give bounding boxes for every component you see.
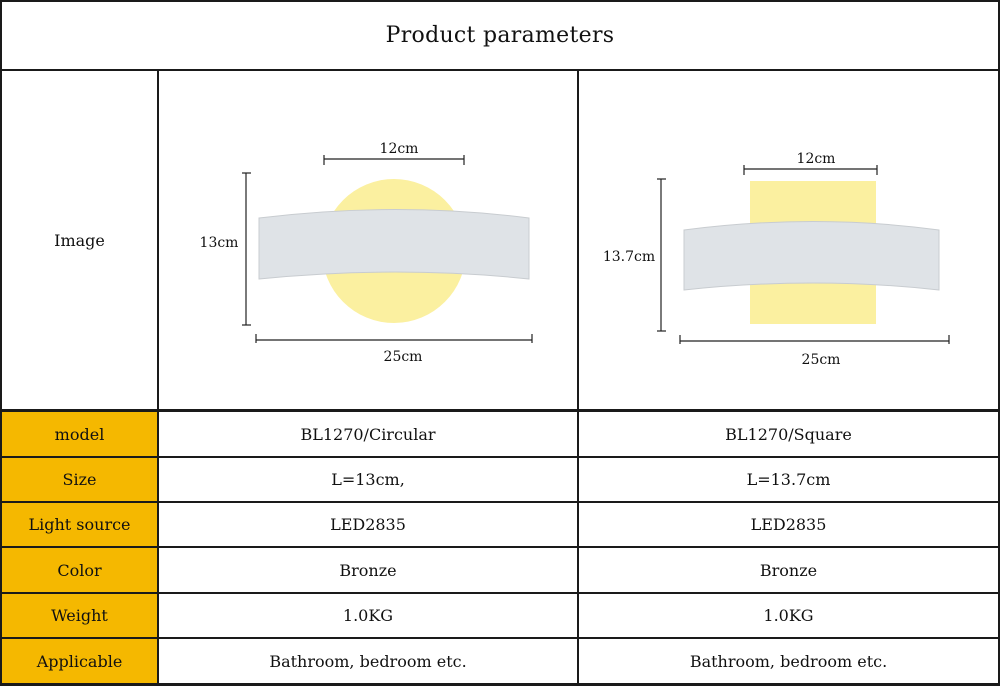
row-label-model: model [54, 424, 105, 444]
cell-applicable-circular: Bathroom, bedroom etc. [269, 651, 467, 671]
label-bg-color [2, 548, 157, 592]
grid-line [0, 501, 1000, 503]
grid-line [0, 546, 1000, 548]
row-label-size: Size [62, 470, 97, 489]
grid-line [998, 0, 1000, 686]
row-label-weight: Weight [51, 606, 108, 625]
label-bg-size [2, 458, 157, 501]
grid-line [0, 69, 1000, 71]
circular-width-dim: 12cm [380, 141, 419, 157]
grid-line [0, 683, 1000, 686]
cell-light-source-circular: LED2835 [330, 515, 406, 534]
cell-size-circular: L=13cm, [331, 470, 405, 489]
row-label-applicable: Applicable [36, 651, 123, 671]
grid-line [0, 637, 1000, 639]
cell-model-circular: BL1270/Circular [300, 424, 436, 444]
grid-line [157, 69, 159, 686]
square-height-dim: 13.7cm [603, 249, 655, 265]
square-width-dim: 12cm [797, 151, 836, 167]
label-bg-weight [2, 594, 157, 637]
grid-line [0, 0, 2, 686]
grid-line [0, 592, 1000, 594]
cell-color-square: Bronze [759, 560, 818, 580]
square-lamp-image: 12cm 13.7cm 25cm [603, 151, 950, 368]
circular-lamp-image: 12cm 13cm 25cm [200, 141, 533, 365]
label-bg-model [2, 412, 157, 456]
label-bg-light-source [2, 503, 157, 546]
square-length-dim: 25cm [802, 352, 841, 368]
cell-model-square: BL1270/Square [725, 424, 852, 444]
cell-size-square: L=13.7cm [746, 470, 831, 489]
image-row-label: Image [54, 230, 105, 250]
grid-line [0, 409, 1000, 412]
cell-weight-square: 1.0KG [763, 606, 814, 625]
circular-length-dim: 25cm [384, 349, 423, 365]
page-title: Product parameters [385, 23, 615, 48]
grid-line [0, 456, 1000, 458]
cell-color-circular: Bronze [339, 560, 397, 580]
grid-line [577, 69, 579, 686]
row-label-color: Color [57, 560, 102, 580]
label-bg-applicable [2, 639, 157, 683]
cell-light-source-square: LED2835 [750, 515, 827, 534]
cell-applicable-square: Bathroom, bedroom etc. [689, 651, 888, 671]
cell-weight-circular: 1.0KG [342, 606, 394, 625]
row-label-light-source: Light source [28, 515, 131, 534]
circular-height-dim: 13cm [200, 235, 239, 251]
grid-line [0, 0, 1000, 2]
